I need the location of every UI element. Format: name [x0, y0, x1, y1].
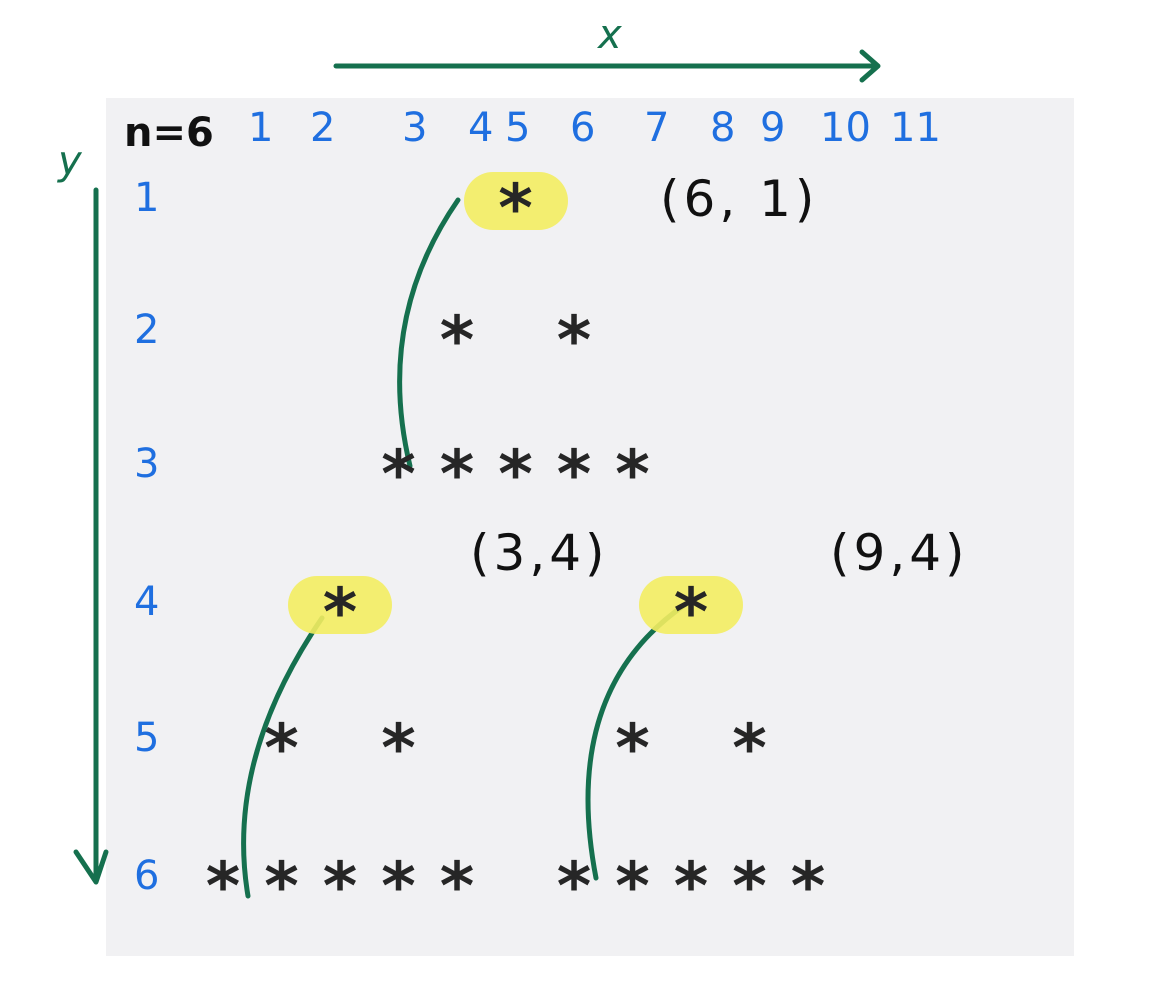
star-mark: *	[673, 848, 709, 925]
star-mark: *	[556, 302, 592, 379]
star-mark: *	[673, 574, 709, 651]
y-tick-label: 3	[134, 441, 160, 487]
y-tick-label: 2	[134, 307, 160, 353]
star-mark: *	[381, 436, 416, 513]
x-tick-label: 9	[760, 105, 786, 151]
top-triangle-curve	[397, 197, 461, 469]
y-axis-label: y	[58, 138, 82, 184]
coord-right-point: (9,4)	[830, 524, 969, 582]
star-mark: *	[498, 436, 533, 513]
n-label: n=6	[124, 110, 214, 156]
star-mark: *	[556, 436, 592, 513]
x-tick-label: 3	[402, 105, 428, 151]
star-mark: *	[322, 848, 358, 925]
x-tick-label: 5	[505, 105, 531, 151]
highlight-marker	[288, 576, 392, 634]
star-mark: *	[615, 436, 650, 513]
star-mark: *	[381, 848, 416, 925]
y-tick-label: 5	[134, 715, 160, 761]
x-tick-label: 1	[248, 105, 274, 151]
star-mark: *	[322, 574, 358, 651]
x-tick-label: 10	[820, 105, 871, 151]
star-mark: *	[381, 710, 416, 787]
star-mark: *	[205, 848, 241, 925]
star-mark: *	[498, 170, 533, 247]
coord-left-point: (3,4)	[470, 524, 609, 582]
left-triangle-curve	[241, 615, 325, 899]
star-mark: *	[264, 848, 299, 925]
x-tick-label: 11	[890, 105, 941, 151]
y-axis-arrowhead	[73, 849, 109, 885]
star-mark: *	[264, 710, 299, 787]
star-mark: *	[732, 710, 767, 787]
star-mark: *	[439, 848, 475, 925]
star-mark: *	[439, 436, 475, 513]
x-tick-label: 8	[710, 105, 736, 151]
y-tick-label: 6	[134, 853, 160, 899]
star-mark: *	[556, 848, 592, 925]
star-mark: *	[615, 710, 650, 787]
y-tick-label: 4	[134, 579, 160, 625]
highlight-marker	[463, 172, 568, 230]
y-tick-label: 1	[134, 175, 160, 221]
star-mark: *	[439, 302, 475, 379]
star-mark: *	[790, 848, 826, 925]
x-axis-arrowhead	[859, 49, 881, 83]
star-mark: *	[732, 848, 767, 925]
x-tick-label: 4	[468, 105, 494, 151]
highlight-marker	[639, 576, 743, 634]
star-mark: *	[615, 848, 650, 925]
x-tick-label: 7	[644, 105, 670, 151]
x-tick-label: 2	[310, 105, 336, 151]
coord-top-point: (6, 1)	[660, 170, 819, 228]
x-axis-label: x	[598, 12, 622, 58]
x-tick-label: 6	[570, 105, 596, 151]
